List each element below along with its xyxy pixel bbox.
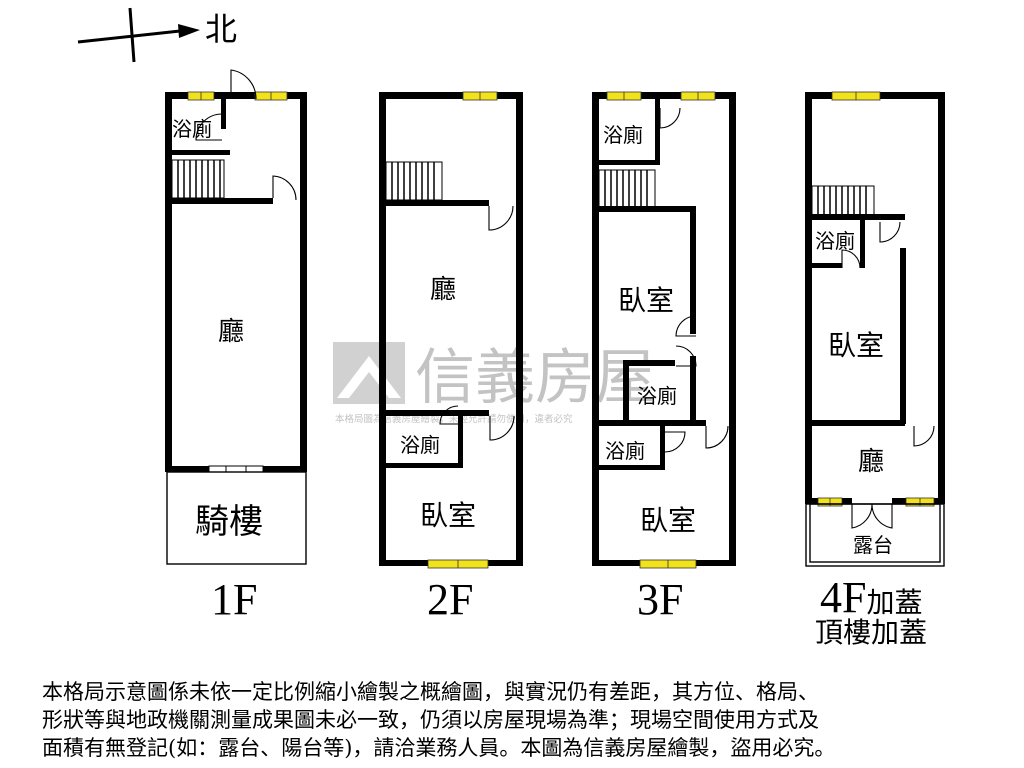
floor-2f-plan: 廳 浴廁 臥室 2F: [379, 91, 523, 624]
floor-4f-stairs: [811, 185, 875, 219]
floor-2f-bedroom-label: 臥室: [420, 499, 476, 532]
floor-1f-label: 1F: [211, 575, 257, 624]
floor-4f-bedroom-label: 臥室: [828, 329, 884, 362]
floor-1f-plan: 浴廁 廳 騎樓 1F: [165, 69, 307, 624]
floor-1f-bath-label: 浴廁: [172, 117, 212, 141]
disclaimer-text: 本格局示意圖係未依一定比例縮小繪製之概繪圖，與實況仍有差距，其方位、格局、 形狀…: [42, 680, 836, 760]
floor-4f-label-suffix: 加蓋: [866, 586, 922, 619]
floor-3f-bath-low-label: 浴廁: [605, 439, 645, 463]
floor-3f-label: 3F: [637, 575, 683, 624]
watermark-brand: 信義房屋: [415, 343, 655, 413]
floor-3f-bedroom-low-label: 臥室: [640, 504, 696, 537]
floor-3f-bath-mid-label: 浴廁: [637, 384, 677, 408]
floor-3f-bath-top-label: 浴廁: [603, 123, 643, 147]
floor-4f-hall-label: 廳: [858, 447, 884, 477]
compass-north-label: 北: [205, 10, 237, 48]
floor-4f-label: 4F加蓋: [820, 573, 923, 622]
watermark: 信義房屋 本格局圖為信義房屋繪製，未經允許請勿使用，違者必究: [333, 342, 655, 425]
floor-4f-plan: 浴廁 臥室 廳 露台 4F加蓋 頂樓加蓋: [805, 91, 945, 649]
floor-4f-bath-label: 浴廁: [815, 229, 855, 253]
floor-4f-label-number: 4F: [820, 573, 866, 622]
floor-4f-terrace-label: 露台: [853, 533, 893, 557]
floor-3f-plan: 浴廁 臥室 浴廁 浴廁 臥室 3F: [592, 91, 736, 624]
floor-2f-label: 2F: [427, 575, 473, 624]
floor-2f-bath-label: 浴廁: [400, 433, 440, 457]
floor-3f-bedroom-mid-label: 臥室: [618, 284, 674, 317]
floor-1f-stairs: [171, 159, 225, 199]
floor-4f-label-line2: 頂樓加蓋: [815, 616, 927, 649]
floor-2f-hall-label: 廳: [430, 275, 456, 305]
floor-1f-hall-label: 廳: [218, 317, 244, 347]
compass-north-arrow: 北: [77, 7, 237, 63]
floor-2f-stairs: [385, 161, 443, 201]
floor-3f-stairs: [598, 169, 656, 211]
floor-1f-arcade-label: 騎樓: [195, 502, 263, 542]
